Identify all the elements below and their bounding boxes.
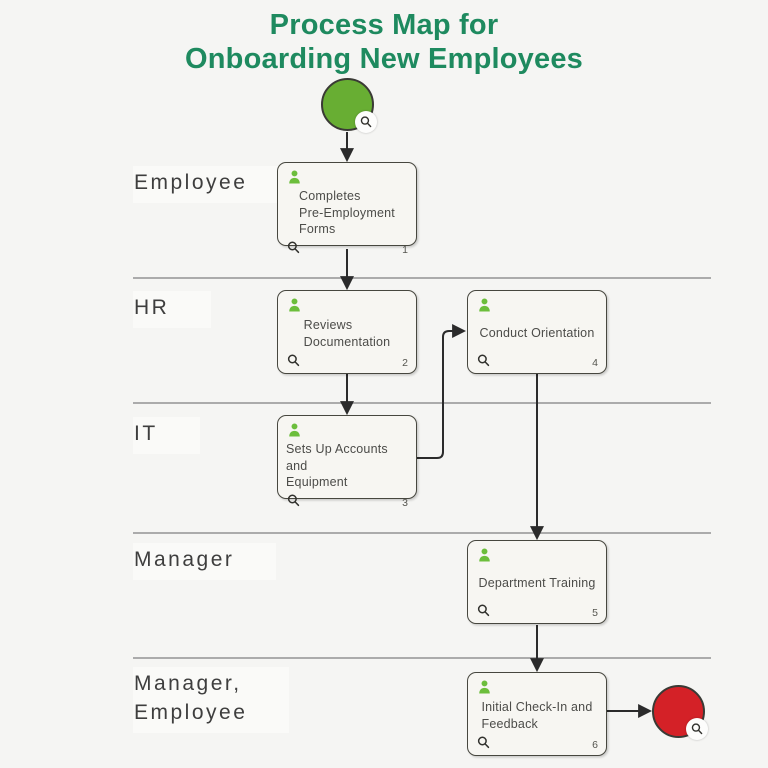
zoom-badge[interactable]	[355, 111, 377, 133]
search-icon[interactable]	[476, 353, 491, 368]
person-icon	[286, 169, 408, 186]
search-icon[interactable]	[286, 493, 301, 508]
task-number: 6	[592, 739, 598, 751]
zoom-badge[interactable]	[686, 718, 708, 740]
page-title: Process Map for Onboarding New Employees	[185, 9, 583, 75]
task-label: Sets Up Accounts and Equipment	[286, 442, 388, 489]
search-icon[interactable]	[286, 240, 301, 255]
search-icon[interactable]	[286, 353, 301, 368]
task-number: 4	[592, 357, 598, 369]
task-number: 1	[402, 243, 408, 256]
lane-divider-3	[133, 532, 711, 534]
person-icon	[476, 679, 598, 696]
search-icon	[690, 722, 704, 736]
task-box-6[interactable]: Initial Check-In and Feedback 6	[467, 672, 607, 756]
lane-label-hr: HR	[133, 291, 212, 328]
task-box-4[interactable]: Conduct Orientation 4	[467, 290, 607, 374]
lane-label-it: IT	[133, 417, 200, 454]
search-icon[interactable]	[476, 735, 491, 750]
search-icon[interactable]	[476, 603, 491, 618]
search-icon	[359, 115, 373, 129]
task-box-1[interactable]: Completes Pre-Employment Forms 1	[277, 162, 417, 255]
task-box-3[interactable]: Sets Up Accounts and Equipment 3	[277, 415, 417, 508]
task-label: Initial Check-In and Feedback	[481, 700, 593, 731]
lane-label-manager-employee: Manager, Employee	[133, 667, 290, 733]
lane-divider-1	[133, 277, 711, 279]
start-event[interactable]	[321, 78, 377, 133]
end-event[interactable]	[652, 685, 708, 740]
person-icon	[476, 547, 598, 564]
task-number: 5	[592, 607, 598, 619]
task-box-5[interactable]: Department Training 5	[467, 540, 607, 624]
task-label: Completes Pre-Employment Forms	[299, 189, 395, 236]
person-icon	[476, 297, 598, 314]
task-label: Department Training	[478, 576, 596, 591]
lane-label-employee: Employee	[133, 166, 290, 203]
task-label: Reviews Documentation	[303, 318, 391, 349]
connector-task3-to-task4	[416, 324, 467, 459]
task-number: 3	[402, 496, 408, 509]
task-number: 2	[402, 357, 408, 369]
person-icon	[286, 422, 408, 439]
lane-divider-4	[133, 657, 711, 659]
lane-divider-2	[133, 402, 711, 404]
task-box-2[interactable]: Reviews Documentation 2	[277, 290, 417, 374]
task-label: Conduct Orientation	[479, 326, 595, 341]
person-icon	[286, 297, 408, 314]
lane-label-manager: Manager	[133, 543, 277, 580]
